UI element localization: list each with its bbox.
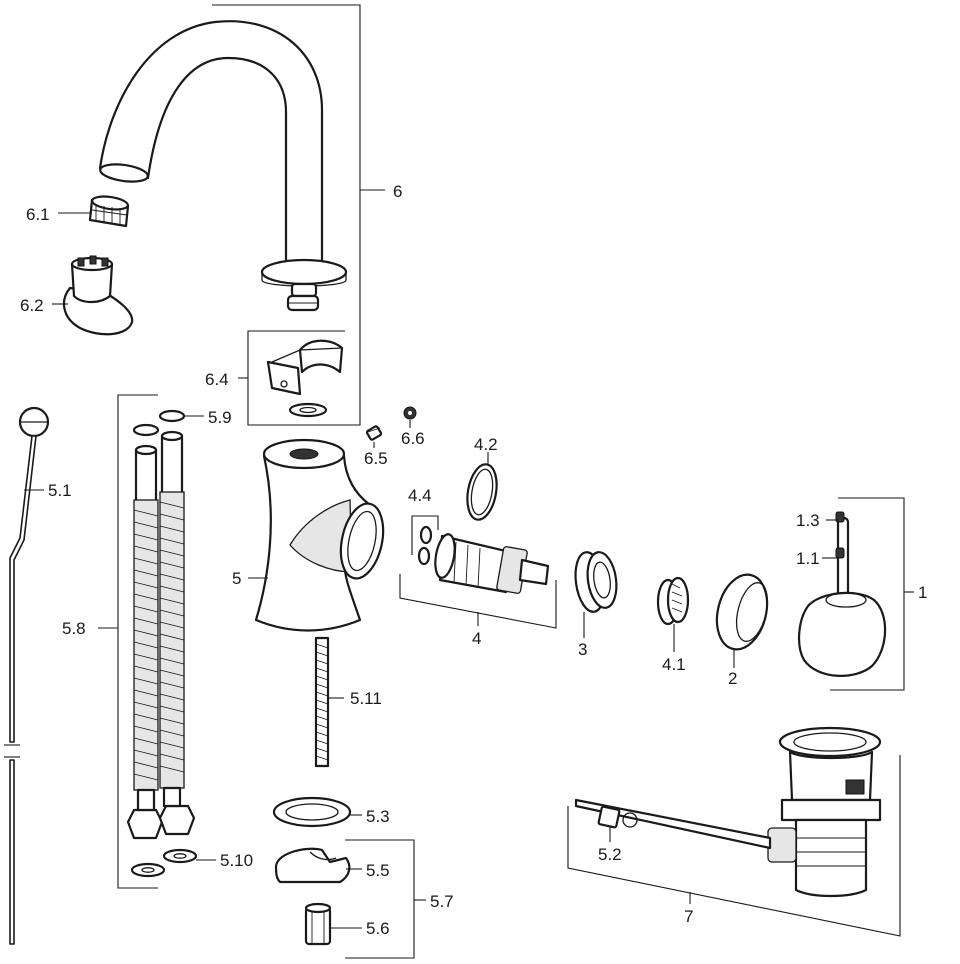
label-2: 2: [728, 669, 737, 688]
label-6-4: 6.4: [205, 370, 229, 389]
part-5-5-horseshoe-washer: [274, 847, 351, 884]
part-6-1-aerator: [88, 195, 130, 228]
part-4-cartridge: [417, 463, 550, 594]
label-6-6: 6.6: [401, 429, 425, 448]
label-7: 7: [684, 907, 693, 926]
label-5-10: 5.10: [220, 851, 253, 870]
label-5-2: 5.2: [598, 845, 622, 864]
part-2-cover: [715, 573, 769, 651]
leader-lines: [24, 4, 914, 959]
part-5-1-lift-rod: [4, 406, 50, 945]
part-6-5-screw: [365, 425, 383, 441]
part-6-spout: [98, 20, 348, 312]
part-1-handle: [798, 511, 887, 677]
label-5-5: 5.5: [366, 861, 390, 880]
label-1: 1: [918, 583, 927, 602]
part-3-nut: [574, 551, 618, 613]
label-5-7: 5.7: [430, 892, 454, 911]
label-4-2: 4.2: [474, 435, 498, 454]
part-6-6-screw: [403, 406, 417, 420]
label-5-8: 5.8: [62, 619, 86, 638]
label-6: 6: [393, 182, 402, 201]
label-5-1: 5.1: [48, 481, 72, 500]
label-5-9: 5.9: [208, 408, 232, 427]
part-5-8-hoses: [126, 409, 198, 878]
label-3: 3: [578, 640, 587, 659]
label-5: 5: [232, 569, 241, 588]
part-5-3-gasket: [272, 796, 352, 828]
label-5-6: 5.6: [366, 919, 390, 938]
part-labels: 6 6.1 6.2 6.4 6.5 6.6 5.9 5.1 5.8 5 4.4 …: [20, 182, 927, 938]
part-6-2-aerator-key: [62, 255, 134, 336]
label-1-1: 1.1: [796, 549, 820, 568]
label-5-3: 5.3: [366, 807, 390, 826]
label-5-11: 5.11: [350, 689, 382, 708]
label-1-3: 1.3: [796, 511, 820, 530]
label-6-1: 6.1: [26, 205, 50, 224]
part-7-waste: [574, 726, 882, 898]
label-6-2: 6.2: [20, 296, 44, 315]
part-4-1-adapter: [656, 576, 690, 626]
label-4-4: 4.4: [408, 486, 432, 505]
label-6-5: 6.5: [364, 449, 388, 468]
part-5-6-nut: [304, 902, 332, 946]
part-5-11-threaded-rod: [314, 636, 330, 768]
part-5-body: [254, 438, 385, 632]
label-4-1: 4.1: [662, 655, 686, 674]
part-6-4-clip: [266, 339, 344, 418]
label-4: 4: [472, 629, 481, 648]
